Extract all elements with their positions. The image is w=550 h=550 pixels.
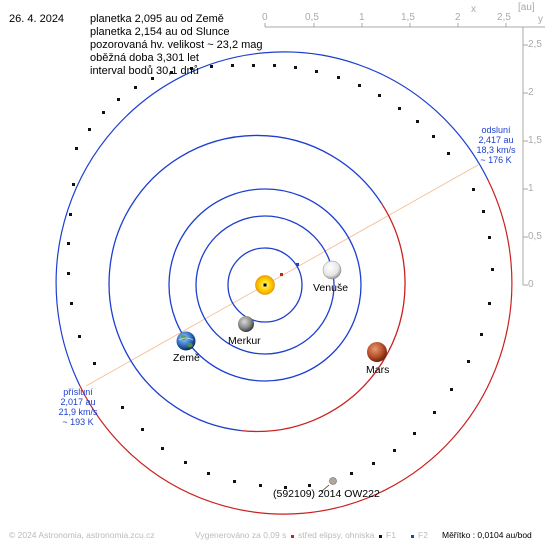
x-tick-label: 1,5 [401, 12, 415, 23]
asteroid-label: (592109) 2014 OW222 [273, 488, 380, 500]
f1-legend-marker [379, 535, 382, 538]
y-axis [522, 27, 528, 286]
y-tick-label: 1,5 [528, 135, 542, 146]
f2-legend-text: F2 [418, 530, 428, 540]
asteroid-marker [320, 477, 337, 493]
y-axis-label: y [538, 14, 543, 25]
perihelion-temp: ~ 193 K [62, 417, 94, 427]
earth-planet [176, 331, 196, 351]
mercury-orbit [227, 247, 303, 323]
aphelion-info: odsluní 2,417 au 18,3 km/s ~ 176 K [466, 125, 526, 165]
focus-f2-marker [296, 263, 299, 266]
x-tick-label: 2 [455, 12, 461, 23]
f2-legend-marker [411, 535, 414, 538]
y-tick-label: 2 [528, 87, 534, 98]
asteroid-point-markers [67, 64, 494, 489]
axis-unit-label: [au] [518, 2, 535, 13]
earth-label: Země [173, 352, 200, 364]
generated-time: Vygenerováno za 0,09 s [195, 530, 287, 540]
f1-legend-text: F1 [386, 530, 396, 540]
center-legend-text: střed elipsy, ohniska [298, 530, 375, 540]
asteroid-orbit-red [79, 179, 513, 515]
y-tick-label: 2,5 [528, 39, 542, 50]
x-tick-label: 0,5 [305, 12, 319, 23]
center-legend-marker [291, 535, 294, 538]
asteroid-orbit-blue [55, 51, 489, 387]
scale-text: Měřítko : 0,0104 au/bod [442, 530, 532, 540]
x-tick-label: 1 [359, 12, 365, 23]
sun [255, 275, 275, 295]
venus-orbit [195, 215, 335, 355]
aphelion-distance: 2,417 au [478, 135, 514, 145]
y-tick-label: 1 [528, 183, 534, 194]
x-tick-label: 2,5 [497, 12, 511, 23]
date-label: 26. 4. 2024 [9, 13, 65, 25]
info-line: interval bodů 30,1 dnů [90, 65, 199, 77]
y-tick-label: 0,5 [528, 231, 542, 242]
info-line: pozorovaná hv. velikost ~ 23,2 mag [90, 39, 263, 51]
mars-planet [367, 342, 387, 362]
venus-label: Venuše [313, 282, 349, 294]
x-tick-label: 0 [262, 12, 268, 23]
venus-planet [322, 260, 342, 280]
info-line: planetka 2,154 au od Slunce [90, 26, 230, 38]
aphelion-title: odsluní [481, 125, 511, 135]
perihelion-speed: 21,9 km/s [58, 407, 98, 417]
info-line: planetka 2,095 au od Země [90, 13, 224, 25]
info-line: oběžná doba 3,301 let [90, 52, 199, 64]
mars-orbit-blue [108, 134, 383, 432]
aphelion-temp: ~ 176 K [480, 155, 512, 165]
x-axis [264, 23, 545, 28]
perihelion-title: přísluní [63, 387, 93, 397]
earth-orbit [168, 188, 362, 382]
mercury-label: Merkur [228, 335, 261, 347]
x-axis-label: x [471, 4, 476, 15]
aphelion-speed: 18,3 km/s [476, 145, 516, 155]
mars-orbit-red [241, 203, 406, 433]
perihelion-info: přísluní 2,017 au 21,9 km/s ~ 193 K [48, 387, 108, 427]
mars-label: Mars [366, 364, 390, 376]
ellipse-center-marker [280, 273, 283, 276]
mercury-planet [238, 316, 254, 332]
y-tick-label: 0 [528, 279, 534, 290]
copyright-text: © 2024 Astronomia, astronomia.zcu.cz [9, 530, 155, 540]
perihelion-distance: 2,017 au [60, 397, 96, 407]
